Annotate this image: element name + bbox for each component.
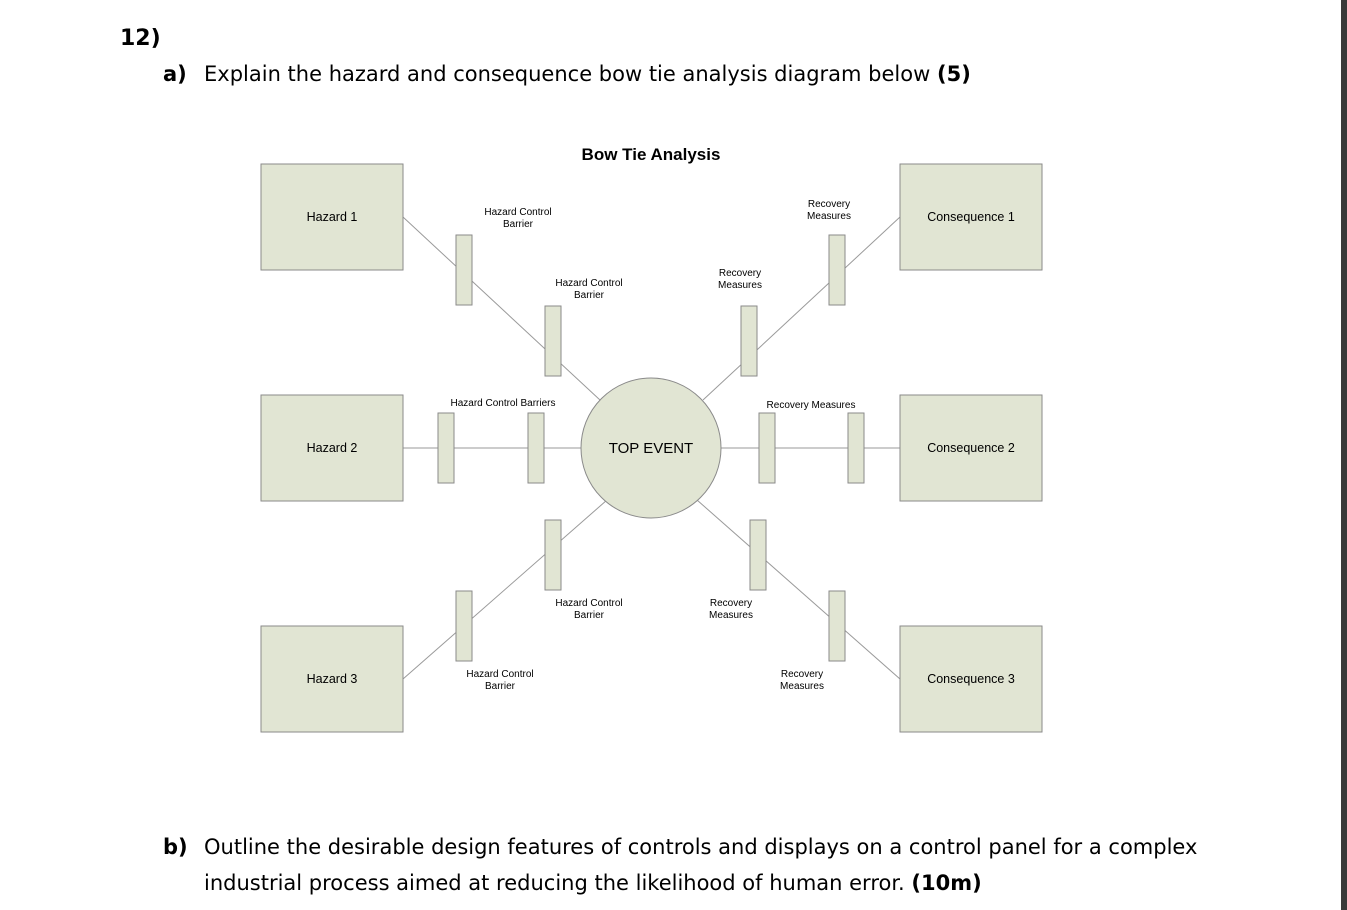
hazard-3-label: Hazard 3 xyxy=(307,672,358,686)
recovery-lower-outer xyxy=(828,590,846,662)
barrier-lower-inner xyxy=(544,519,562,591)
recovery-upper-outer xyxy=(828,234,846,306)
hcb-upper-outer-label-2: Barrier xyxy=(503,219,534,230)
line-consequence-1 xyxy=(702,216,901,401)
part-a-text: Explain the hazard and consequence bow t… xyxy=(204,56,1204,92)
hcb-lower-inner-label-2: Barrier xyxy=(574,610,605,621)
line-hazard-1 xyxy=(402,216,601,401)
line-hazard-3 xyxy=(402,499,608,680)
hcb-upper-inner-label-1: Hazard Control xyxy=(555,278,622,289)
hazard-2-label: Hazard 2 xyxy=(307,441,358,455)
consequence-2-label: Consequence 2 xyxy=(927,441,1015,455)
question-number: 12) xyxy=(120,26,161,51)
barrier-middle-inner xyxy=(527,412,545,484)
hazard-1-box xyxy=(260,163,404,271)
connector-lines xyxy=(402,216,901,680)
rm-lower-outer-label-2: Measures xyxy=(780,681,824,692)
rm-upper-outer-label-2: Measures xyxy=(807,211,851,222)
consequence-1-box xyxy=(899,163,1043,271)
hcb-lower-outer-label-2: Barrier xyxy=(485,681,516,692)
part-b-label: b) xyxy=(163,835,188,859)
recovery-lower-inner xyxy=(749,519,767,591)
rm-upper-outer-label-1: Recovery xyxy=(808,199,850,210)
hazard-1-label: Hazard 1 xyxy=(307,210,358,224)
part-a-question: Explain the hazard and consequence bow t… xyxy=(204,62,931,86)
barrier-upper-outer xyxy=(455,234,473,306)
hcb-middle-label: Hazard Control Barriers xyxy=(450,398,555,409)
barrier-lower-outer xyxy=(455,590,473,662)
barrier-upper-inner xyxy=(544,305,562,377)
rm-lower-outer-label-1: Recovery xyxy=(781,669,823,680)
consequence-2-box xyxy=(899,394,1043,502)
line-consequence-3 xyxy=(696,499,901,680)
hcb-upper-outer-label-1: Hazard Control xyxy=(484,207,551,218)
consequence-3-label: Consequence 3 xyxy=(927,672,1015,686)
hazard-2-box xyxy=(260,394,404,502)
hcb-upper-inner-label-2: Barrier xyxy=(574,290,605,301)
page-edge-rule xyxy=(1341,0,1347,910)
top-event-circle xyxy=(580,377,722,519)
hazard-3-box xyxy=(260,625,404,733)
rm-middle-label: Recovery Measures xyxy=(767,400,856,411)
rm-upper-inner-label-1: Recovery xyxy=(719,268,761,279)
part-a-marks: (5) xyxy=(936,62,971,86)
part-b-line-2: industrial process aimed at reducing the… xyxy=(204,865,1204,901)
part-b-line-2-text: industrial process aimed at reducing the… xyxy=(204,871,905,895)
rm-lower-inner-label-2: Measures xyxy=(709,610,753,621)
part-b-text: Outline the desirable design features of… xyxy=(204,829,1204,901)
recovery-middle-outer xyxy=(847,412,865,484)
consequence-1-label: Consequence 1 xyxy=(927,210,1015,224)
diagram-title: Bow Tie Analysis xyxy=(582,145,721,164)
rm-upper-inner-label-2: Measures xyxy=(718,280,762,291)
part-b-line-1: Outline the desirable design features of… xyxy=(204,835,1198,859)
part-a-label: a) xyxy=(163,62,187,86)
part-b-marks: (10m) xyxy=(911,871,982,895)
recovery-middle-inner xyxy=(758,412,776,484)
hcb-lower-outer-label-1: Hazard Control xyxy=(466,669,533,680)
recovery-upper-inner xyxy=(740,305,758,377)
hcb-lower-inner-label-1: Hazard Control xyxy=(555,598,622,609)
top-event-label: TOP EVENT xyxy=(609,440,693,457)
consequence-3-box xyxy=(899,625,1043,733)
rm-lower-inner-label-1: Recovery xyxy=(710,598,752,609)
barrier-middle-outer xyxy=(437,412,455,484)
